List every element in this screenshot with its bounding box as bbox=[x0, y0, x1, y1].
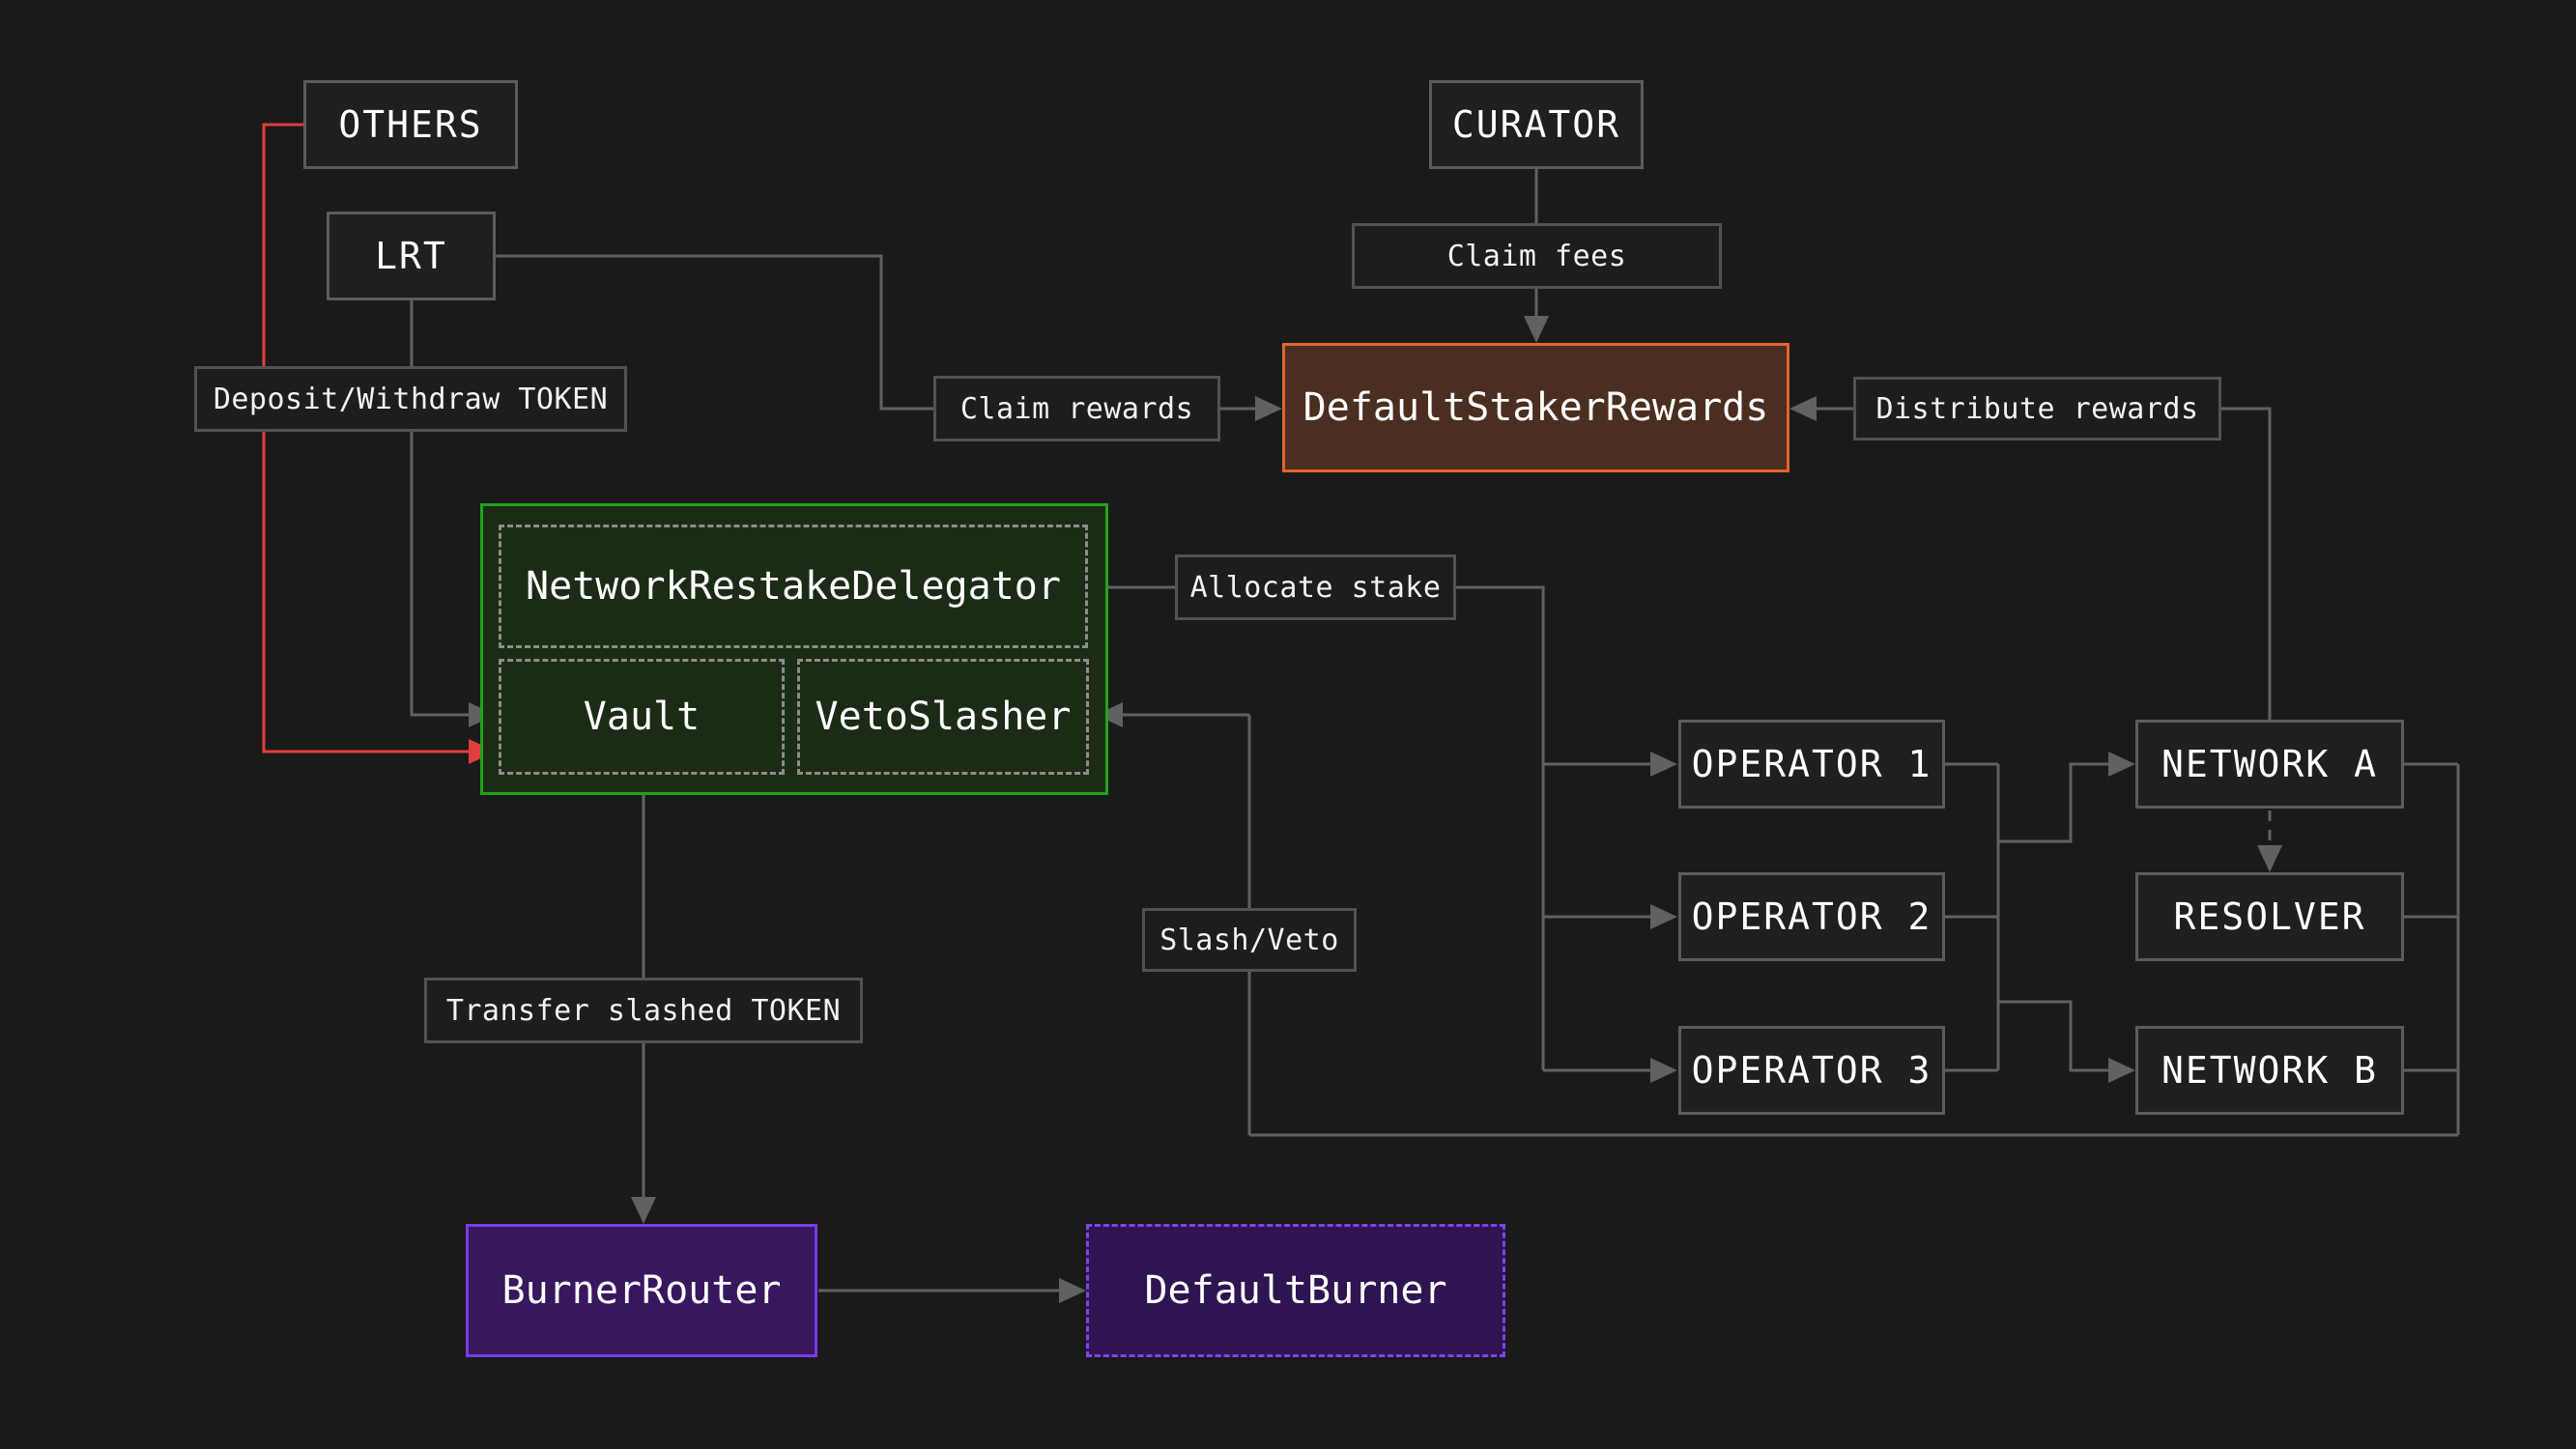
network-restake-delegator-label: NetworkRestakeDelegator bbox=[526, 564, 1061, 609]
node-operator-3: OPERATOR 3 bbox=[1678, 1026, 1945, 1115]
wire-others-vault bbox=[262, 123, 469, 753]
distribute-rewards-label: Distribute rewards bbox=[1875, 391, 2199, 426]
slash-veto-label: Slash/Veto bbox=[1159, 923, 1339, 957]
node-lrt: LRT bbox=[327, 212, 496, 300]
wire-operators-bus bbox=[1945, 762, 2000, 1072]
wire-allocate-bus bbox=[1456, 585, 1545, 1070]
arrowhead-into-resolver bbox=[2257, 845, 2282, 872]
arrowhead-into-network-b bbox=[2108, 1058, 2135, 1083]
edge-label-slash-veto: Slash/Veto bbox=[1142, 908, 1357, 972]
arrowhead-into-operator-2 bbox=[1650, 904, 1677, 929]
wire-distribute-network-a bbox=[2221, 407, 2272, 720]
claim-fees-label: Claim fees bbox=[1446, 239, 1627, 273]
wire-ops-network-b bbox=[1998, 1000, 2110, 1072]
node-vault: Vault bbox=[499, 659, 785, 775]
node-network-restake-delegator: NetworkRestakeDelegator bbox=[499, 525, 1088, 648]
operator-3-label: OPERATOR 3 bbox=[1691, 1049, 1932, 1092]
network-a-label: NETWORK A bbox=[2161, 743, 2378, 785]
operator-2-label: OPERATOR 2 bbox=[1691, 895, 1932, 938]
edge-label-distribute-rewards: Distribute rewards bbox=[1853, 377, 2221, 440]
default-staker-rewards-label: DefaultStakerRewards bbox=[1302, 385, 1769, 430]
node-network-a: NETWORK A bbox=[2135, 720, 2404, 809]
arrowhead-into-operator-1 bbox=[1650, 752, 1677, 777]
edge-label-deposit-withdraw-token: Deposit/Withdraw TOKEN bbox=[194, 366, 627, 432]
node-others: OTHERS bbox=[303, 80, 518, 169]
gray-arrowheads bbox=[469, 316, 2282, 1303]
arrowhead-into-dsr-right bbox=[1789, 396, 1817, 421]
node-network-b: NETWORK B bbox=[2135, 1026, 2404, 1115]
default-burner-label: DefaultBurner bbox=[1144, 1268, 1447, 1313]
arrowhead-into-network-a bbox=[2108, 752, 2135, 777]
node-resolver: RESOLVER bbox=[2135, 872, 2404, 961]
vault-label: Vault bbox=[583, 695, 701, 739]
claim-rewards-label: Claim rewards bbox=[959, 391, 1194, 426]
wire-ops-network-a bbox=[1998, 762, 2110, 843]
node-burner-router: BurnerRouter bbox=[466, 1224, 817, 1357]
arrowhead-into-dsr-top bbox=[1524, 316, 1549, 343]
operator-1-label: OPERATOR 1 bbox=[1691, 743, 1932, 785]
node-curator-label: CURATOR bbox=[1451, 103, 1621, 146]
wire-lrt-vault bbox=[410, 299, 469, 717]
red-wire bbox=[262, 123, 469, 753]
edge-label-allocate-stake: Allocate stake bbox=[1175, 554, 1456, 620]
arrowhead-into-operator-3 bbox=[1650, 1058, 1677, 1083]
node-lrt-label: LRT bbox=[375, 235, 447, 277]
resolver-label: RESOLVER bbox=[2173, 895, 2366, 938]
arrowhead-into-dsr-left bbox=[1255, 396, 1282, 421]
node-others-label: OTHERS bbox=[338, 103, 483, 146]
veto-slasher-label: VetoSlasher bbox=[815, 695, 1072, 739]
node-operator-2: OPERATOR 2 bbox=[1678, 872, 1945, 961]
arrowhead-into-veto-slasher bbox=[1096, 702, 1123, 727]
node-veto-slasher: VetoSlasher bbox=[797, 659, 1089, 775]
edge-label-transfer-slashed-token: Transfer slashed TOKEN bbox=[424, 978, 863, 1043]
burner-router-label: BurnerRouter bbox=[501, 1268, 782, 1313]
wire-networks-slash-veto bbox=[1121, 713, 2460, 1137]
edge-label-claim-rewards: Claim rewards bbox=[933, 376, 1220, 441]
arrowhead-into-default-burner bbox=[1059, 1278, 1086, 1303]
deposit-withdraw-label: Deposit/Withdraw TOKEN bbox=[213, 382, 609, 416]
node-default-burner: DefaultBurner bbox=[1086, 1224, 1505, 1357]
node-curator: CURATOR bbox=[1429, 80, 1644, 169]
wire-lrt-claim-rewards bbox=[496, 254, 933, 411]
node-operator-1: OPERATOR 1 bbox=[1678, 720, 1945, 809]
vault-group-container bbox=[480, 503, 1108, 795]
node-default-staker-rewards: DefaultStakerRewards bbox=[1282, 343, 1789, 472]
edge-label-claim-fees: Claim fees bbox=[1352, 223, 1722, 289]
network-b-label: NETWORK B bbox=[2161, 1049, 2378, 1092]
allocate-stake-label: Allocate stake bbox=[1189, 570, 1442, 605]
transfer-slashed-label: Transfer slashed TOKEN bbox=[445, 993, 842, 1028]
arrowhead-into-burner-router bbox=[631, 1197, 656, 1224]
